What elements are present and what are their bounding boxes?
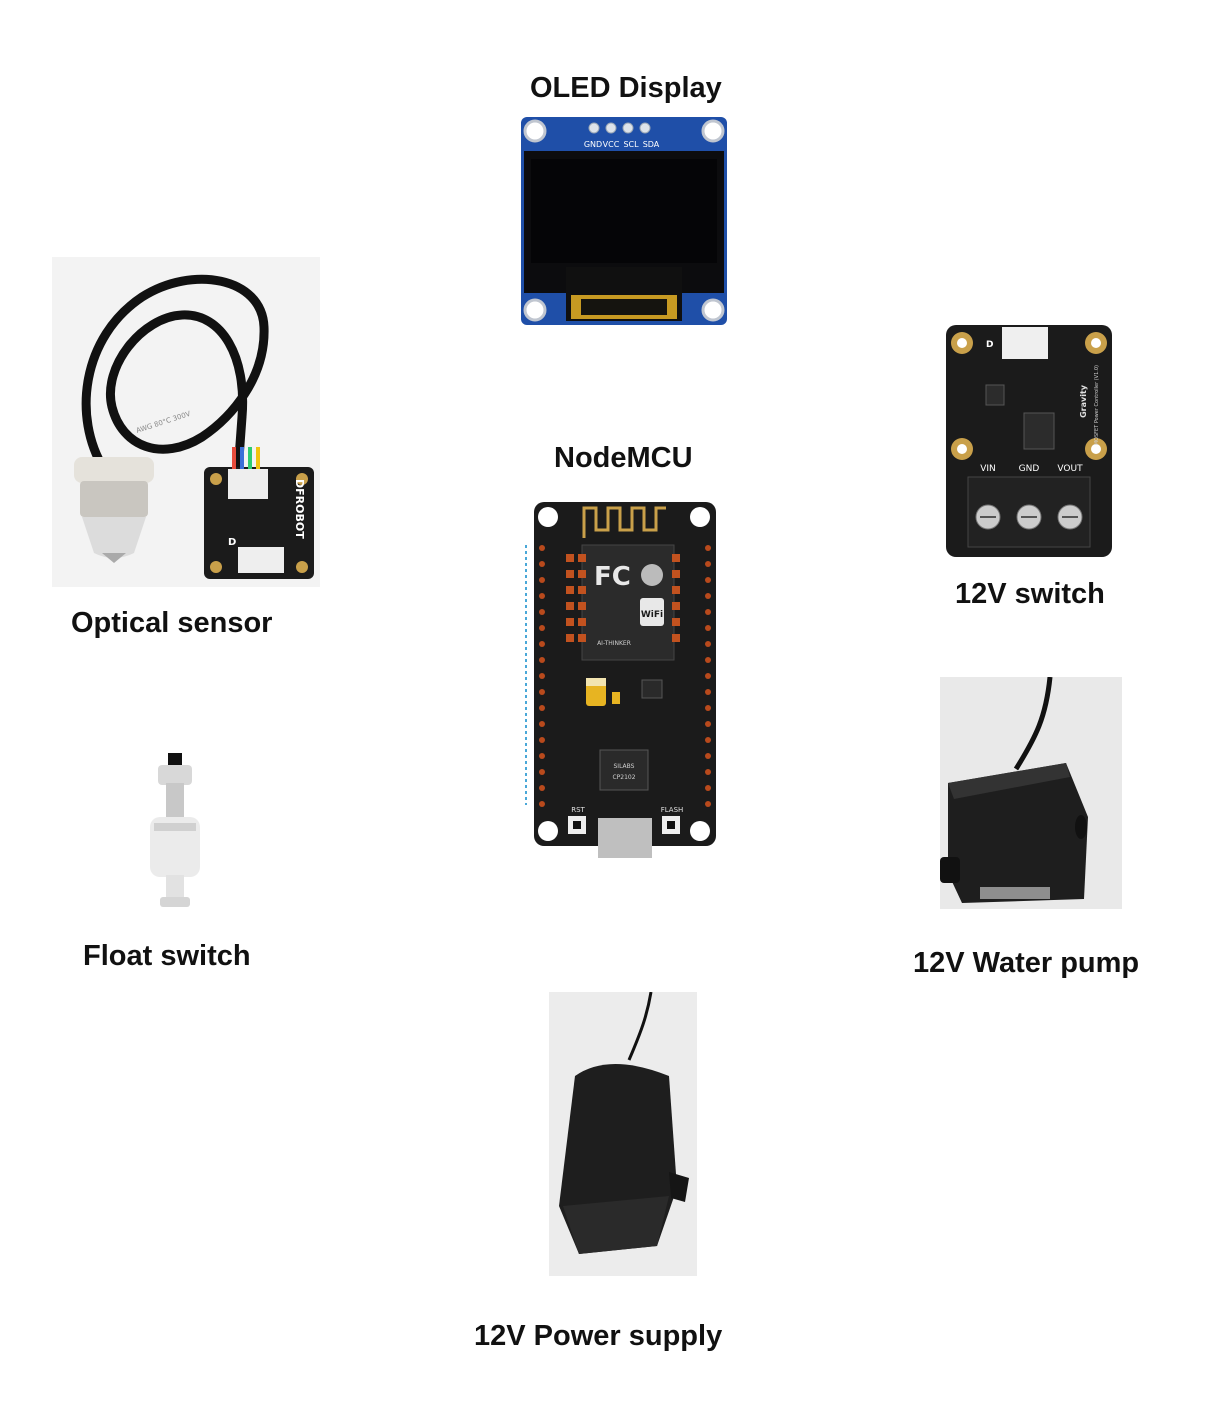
nodemcu-label: NodeMCU (554, 442, 693, 474)
switch-pin-vout: VOUT (1057, 464, 1083, 474)
nodemcu-fc-mark: FC (594, 562, 631, 592)
nodemcu-rst-label: RST (571, 806, 585, 814)
water-pump-label: 12V Water pump (913, 947, 1140, 979)
oled-display-label: OLED Display (530, 72, 722, 104)
nodemcu-chip-model: CP2102 (612, 774, 635, 781)
nodemcu-chip-vendor: SILABS (614, 763, 635, 770)
oled-pin-scl: SCL (623, 140, 639, 149)
switch-brand: Gravity (1079, 384, 1088, 418)
switch-port-mark: D (986, 340, 993, 350)
12v-switch-image: D Gravity MOSFET Power Controller (V1.0)… (946, 325, 1112, 557)
oled-display-image: GND VCC SCL SDA (521, 117, 727, 325)
optical-brand: DFROBOT (293, 479, 306, 539)
optical-sensor-image: AWG 80°C 300V D DFROBOT (52, 257, 320, 587)
optical-sensor-label: Optical sensor (71, 607, 273, 639)
12v-switch-label: 12V switch (955, 578, 1105, 610)
nodemcu-wifi-mark: WiFi (641, 610, 663, 620)
oled-pin-vcc: VCC (603, 140, 620, 149)
switch-model: MOSFET Power Controller (V1.0) (1094, 365, 1100, 445)
float-switch-label: Float switch (83, 940, 251, 972)
power-supply-image (549, 992, 697, 1276)
float-switch-image (150, 753, 200, 907)
optical-port-mark: D (228, 537, 236, 548)
oled-pin-sda: SDA (643, 140, 660, 149)
nodemcu-image: FC WiFi AI-THINKER SILABS CP2102 RST FLA… (525, 502, 716, 858)
power-supply-label: 12V Power supply (474, 1320, 723, 1352)
water-pump-image (940, 677, 1122, 909)
nodemcu-module-vendor: AI-THINKER (597, 640, 631, 647)
switch-pin-vin: VIN (980, 464, 996, 474)
switch-pin-gnd: GND (1019, 464, 1040, 474)
nodemcu-flash-label: FLASH (661, 806, 684, 814)
oled-pin-gnd: GND (584, 140, 602, 149)
